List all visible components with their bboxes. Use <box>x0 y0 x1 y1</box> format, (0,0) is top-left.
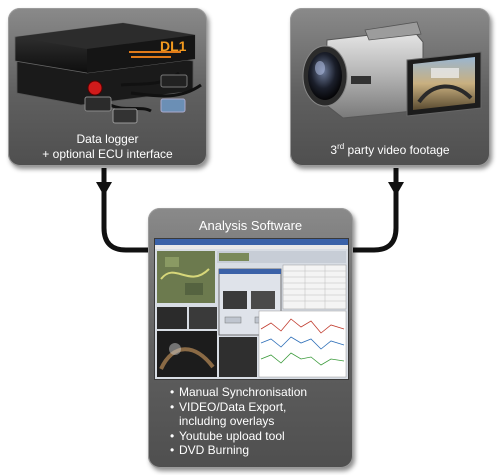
video-footage-caption: 3rd party video footage <box>290 143 490 158</box>
feature-list: Manual Synchronisation VIDEO/Data Export… <box>170 385 307 458</box>
data-logger-caption-line1: Data logger <box>76 132 139 146</box>
video-camera-image <box>302 21 482 119</box>
feature-text: Manual Synchronisation <box>179 385 308 399</box>
camera-arrowhead <box>388 182 404 196</box>
video-camera-panel: 3rd party video footage <box>290 8 490 166</box>
data-logger-caption-line2: + optional ECU interface <box>42 147 173 161</box>
feature-item-dvd-burning: DVD Burning <box>170 443 307 458</box>
analysis-software-screenshot <box>154 238 349 380</box>
feature-text-continued: including overlays <box>179 414 275 428</box>
software-screenshot-image <box>155 239 348 378</box>
feature-text: DVD Burning <box>179 443 250 457</box>
logger-to-software-connector <box>101 168 150 253</box>
feature-item-youtube-upload: Youtube upload tool <box>170 429 307 444</box>
data-logger-panel: DL1 Data logger + optional ECU interface <box>8 8 207 166</box>
video-footage-caption-superscript: rd <box>337 142 345 151</box>
video-footage-caption-prefix: 3 <box>330 143 338 157</box>
logger-arrowhead <box>96 182 112 196</box>
dl1-badge: DL1 <box>160 38 187 54</box>
camera-to-software-connector <box>352 168 399 253</box>
data-logger-device-image <box>14 22 202 124</box>
data-logger-caption: Data logger + optional ECU interface <box>8 132 207 162</box>
video-footage-caption-suffix: party video footage <box>344 143 450 157</box>
analysis-software-title: Analysis Software <box>198 218 303 233</box>
feature-item-video-data-export: VIDEO/Data Export, including overlays <box>170 400 307 429</box>
feature-text: VIDEO/Data Export, <box>179 399 287 414</box>
analysis-software-panel: Analysis Software <box>148 208 353 468</box>
feature-text: Youtube upload tool <box>179 428 285 443</box>
feature-item-manual-synchronisation: Manual Synchronisation <box>170 385 307 400</box>
